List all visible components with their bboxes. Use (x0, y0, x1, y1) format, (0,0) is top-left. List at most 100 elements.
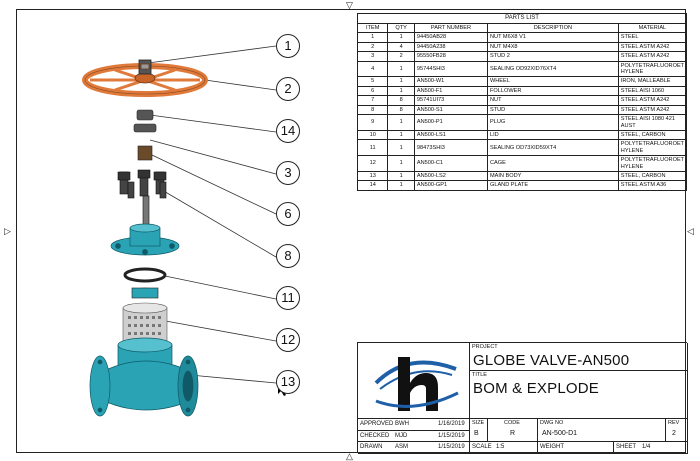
header-qty: QTY (387, 22, 415, 34)
drawing-title: BOM & EXPLODE (473, 380, 599, 397)
drawn-date: 1/15/2019 (438, 444, 465, 450)
table-cell: STEEL, CARBON (617, 129, 688, 141)
table-cell: AN500-S1 (413, 104, 488, 116)
project-label: PROJECT (472, 344, 498, 350)
table-cell: 95744SHI3 (413, 60, 488, 78)
table-cell: CAGE (486, 155, 619, 173)
approved-by: BWH (395, 421, 409, 427)
table-cell: 1 (356, 32, 389, 43)
header-item: ITEM (356, 22, 389, 34)
size-cell: SIZE B (470, 419, 488, 442)
callout-balloon-14[interactable]: 14 (276, 119, 300, 143)
drawn-by: ASM (395, 444, 409, 450)
table-cell: 1 (387, 180, 415, 191)
title-cell: TITLE BOM & EXPLODE (470, 371, 688, 419)
scale-value: 1:5 (496, 444, 505, 450)
table-cell: 8 (356, 104, 389, 116)
table-cell: 1 (387, 129, 415, 141)
table-cell: 95741UI73 (413, 95, 488, 106)
table-cell: STEEL ASTM A36 (617, 180, 688, 191)
callout-balloon-11[interactable]: 11 (276, 286, 300, 310)
project-name: GLOBE VALVE-AN500 (473, 352, 630, 369)
sheet-cell: SHEET 1/4 (614, 442, 688, 454)
table-cell: AN500-LS1 (413, 129, 488, 141)
callout-balloon-13[interactable]: 13 (276, 370, 300, 394)
rev-value: 2 (672, 430, 676, 437)
logo-cell (358, 343, 470, 419)
callout-balloon-8[interactable]: 8 (276, 244, 300, 268)
table-cell: SEALING OD73XID59XT4 (486, 139, 619, 157)
table-cell: 5 (356, 76, 389, 87)
table-cell: AN500-GP1 (413, 180, 488, 191)
callout-balloon-2[interactable]: 2 (276, 77, 300, 101)
table-cell: 94450AB28 (413, 32, 488, 43)
table-cell: MAIN BODY (486, 171, 619, 182)
header-part-number: PART NUMBER (413, 22, 488, 34)
company-logo-icon (374, 357, 459, 411)
left-center-mark-icon: ▷ (4, 226, 11, 236)
table-cell: STEEL ASTM A242 (617, 104, 688, 116)
table-cell: 8 (387, 104, 415, 116)
callout-balloon-12[interactable]: 12 (276, 328, 300, 352)
cage-part (122, 302, 168, 343)
table-cell: 12 (356, 155, 389, 173)
code-cell: CODE R (488, 419, 538, 442)
table-cell: 98473SHI3 (413, 139, 488, 157)
main-body-part (89, 337, 199, 417)
table-cell: STEEL, CARBON (617, 171, 688, 182)
table-cell: STEEL ASTM A242 (617, 41, 688, 53)
gland-plate-part (133, 109, 157, 161)
table-cell: FOLLOWER (486, 85, 619, 97)
title-label: TITLE (472, 372, 487, 378)
table-cell: NUT M6X8 V1 (486, 32, 619, 43)
table-cell: WHEEL (486, 76, 619, 87)
table-cell: 11 (356, 139, 389, 157)
weight-cell: WEIGHT (538, 442, 614, 454)
parts-list-title: PARTS LIST (357, 13, 687, 24)
scale-cell: SCALE 1:5 (470, 442, 538, 454)
approved-date: 1/16/2019 (438, 421, 465, 427)
callout-balloon-6[interactable]: 6 (276, 202, 300, 226)
table-cell: STEEL (617, 32, 688, 43)
code-value: R (510, 430, 516, 437)
sheet-value: 1/4 (642, 444, 651, 450)
project-cell: PROJECT GLOBE VALVE-AN500 (470, 343, 688, 371)
table-cell: 6 (356, 85, 389, 97)
table-cell: LID (486, 129, 619, 141)
checked-row: CHECKED MJD 1/15/2019 (358, 431, 470, 442)
callout-balloon-3[interactable]: 3 (276, 161, 300, 185)
table-cell: GLAND PLATE (486, 180, 619, 191)
drawn-row: DRAWN ASM 1/15/2019 (358, 442, 470, 454)
table-cell: AN500-F1 (413, 85, 488, 97)
table-cell: 1 (387, 85, 415, 97)
table-cell: 1 (387, 139, 415, 157)
table-cell: 4 (356, 60, 389, 78)
table-cell: POLYTETRAFLUOROET HYLENE (617, 60, 688, 78)
callout-balloon-1[interactable]: 1 (276, 34, 300, 58)
table-cell: AN500-LS2 (413, 171, 488, 182)
drawing-sheet-border (16, 9, 686, 453)
table-cell: 1 (387, 155, 415, 173)
table-cell: 94450A238 (413, 41, 488, 53)
dwg-no-value: AN-500-D1 (542, 430, 578, 437)
approved-row: APPROVED BWH 1/16/2019 (358, 419, 470, 431)
parts-list-table: PARTS LIST ITEM QTY PART NUMBER DESCRIPT… (356, 13, 688, 191)
table-cell: STEEL ASTM A242 (617, 95, 688, 106)
bottom-center-mark-icon: △ (346, 451, 353, 461)
table-cell: 9 (356, 114, 389, 131)
table-cell: 7 (356, 95, 389, 106)
leader-lines (147, 45, 277, 384)
table-cell: STEEL ASTM A242 (617, 51, 688, 62)
handwheel-part (82, 59, 208, 97)
header-description: DESCRIPTION (486, 22, 619, 34)
table-cell: SEALING OD92XID76XT4 (486, 60, 619, 78)
table-cell: STUD 2 (486, 51, 619, 62)
